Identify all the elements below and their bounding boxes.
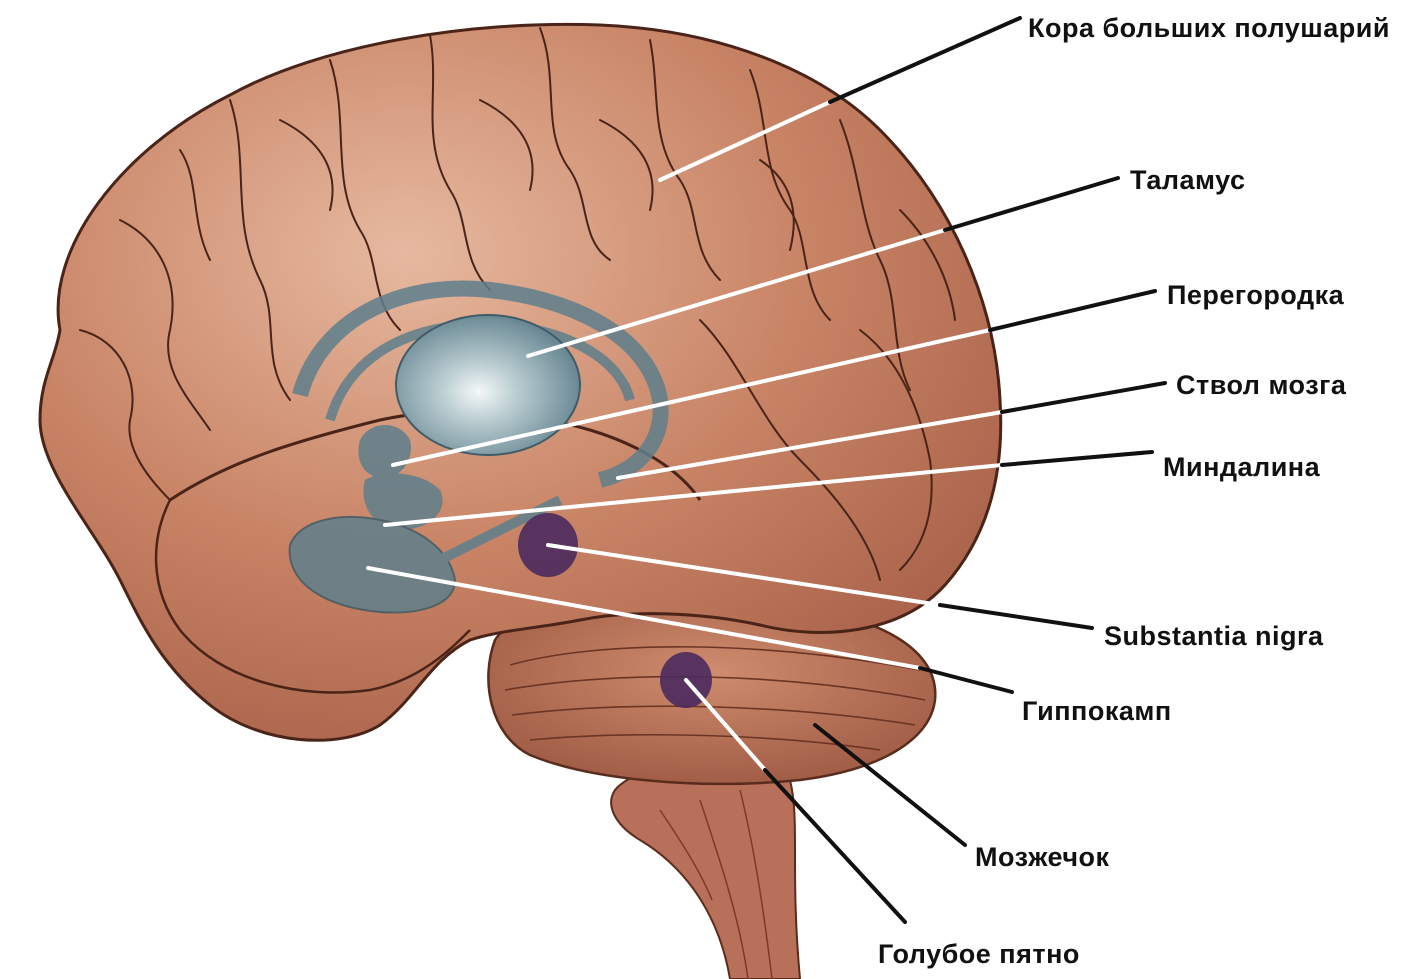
label-hippocampus: Гиппокамп <box>1022 696 1172 726</box>
label-locus: Голубое пятно <box>878 939 1080 969</box>
label-cortex: Кора больших полушарий <box>1028 13 1390 43</box>
label-thalamus: Таламус <box>1130 165 1245 195</box>
label-nigra: Substantia nigra <box>1104 621 1324 651</box>
label-amygdala: Миндалина <box>1163 452 1321 482</box>
brainstem-shape <box>611 766 800 979</box>
label-septum: Перегородка <box>1167 280 1345 310</box>
label-cerebellum: Мозжечок <box>975 842 1110 872</box>
label-brainstem: Ствол мозга <box>1176 370 1347 400</box>
thalamus-structure <box>396 315 580 455</box>
